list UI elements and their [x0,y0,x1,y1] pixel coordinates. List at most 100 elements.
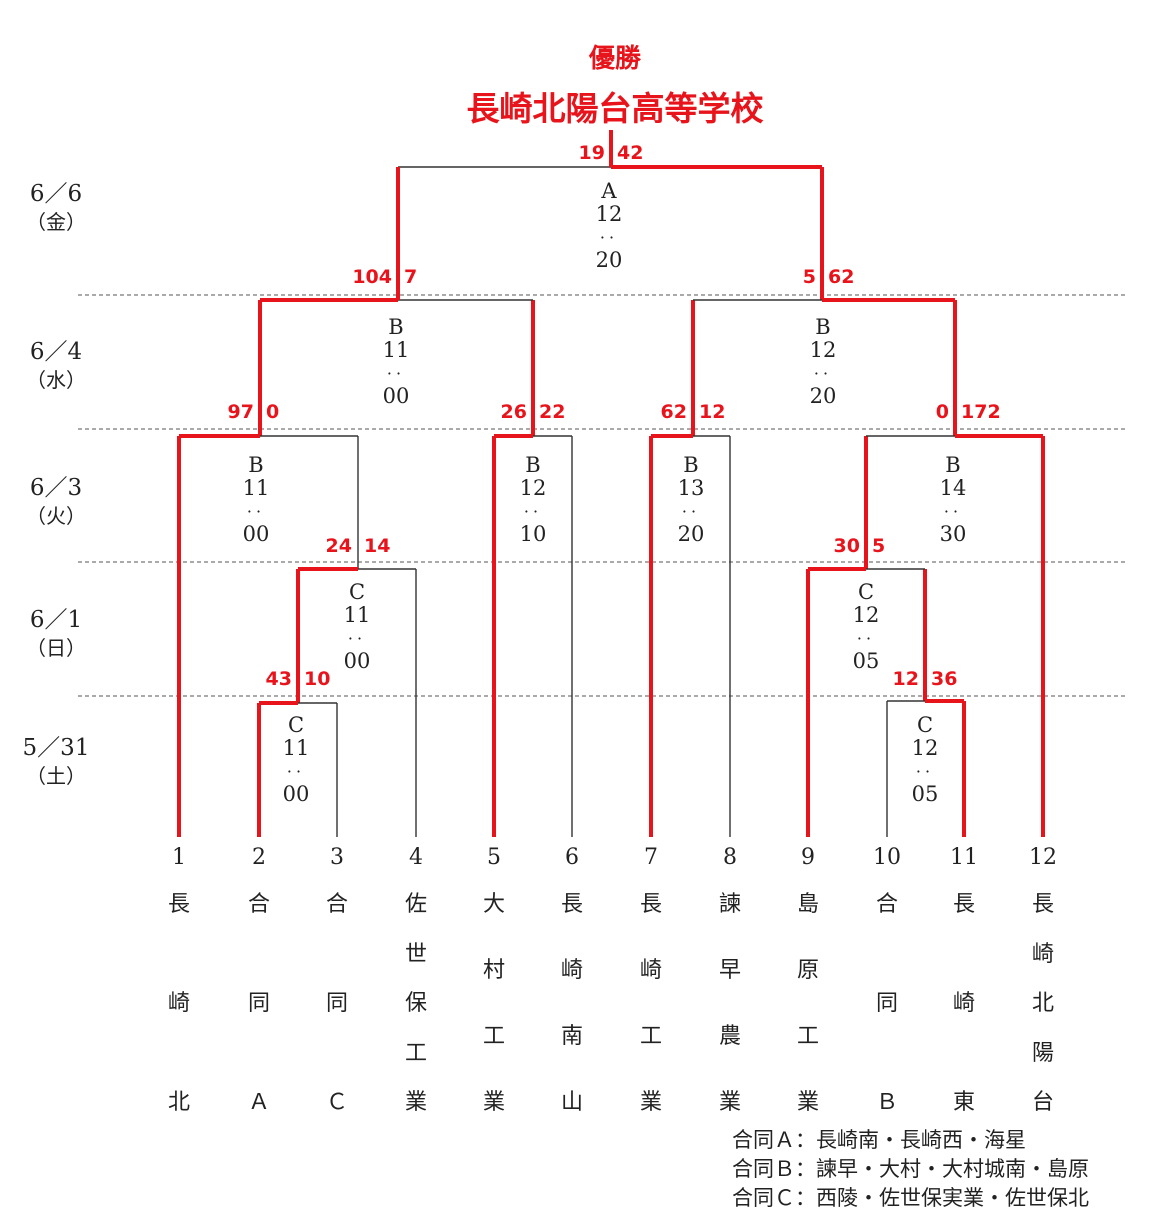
team-name-char: 長 [639,892,662,917]
team-number: 8 [723,845,737,870]
score-left: 97 [227,401,254,423]
round-date: 6／6 （金） [10,180,102,236]
game-time-hour: 12 [519,476,547,500]
game-court: B [388,315,404,339]
score-left: 24 [325,535,352,557]
team-name-char: 原 [796,958,819,983]
game-time-hour: 14 [939,476,967,500]
game-court: B [248,453,264,477]
game-court: B [815,315,831,339]
team-number: 9 [801,845,815,870]
game-time-min: 00 [343,649,371,673]
team-name-char: 南 [560,1024,583,1049]
team-number: 6 [565,845,579,870]
team-name-char: Ａ [247,1090,270,1115]
team-name-char: 佐 [404,892,427,917]
game-time-min: 20 [677,522,705,546]
champion-name: 長崎北陽台高等学校 [466,89,764,128]
champion-label: 優勝 [588,44,641,74]
team-name-char: 山 [560,1090,583,1115]
score-left: 43 [265,668,292,690]
game-time-hour: 13 [677,476,705,500]
team-name-char: Ｂ [875,1090,898,1115]
game-time-hour: 11 [242,476,270,500]
date-text: 6／6 [29,181,83,207]
time-separator: ·· [523,502,543,521]
score-left: 19 [578,142,605,164]
time-separator: ·· [681,502,701,521]
game-court: A [601,179,617,203]
game-time-min: 10 [519,522,547,546]
score-left: 5 [802,266,816,288]
game-court: C [348,580,366,604]
team-name-char: 同 [325,991,348,1016]
team-name-char: 合 [325,892,348,917]
game-time-min: 05 [911,782,939,806]
team-name-char: 長 [560,892,583,917]
team-name-char: 業 [718,1090,741,1115]
time-separator: ·· [943,502,963,521]
game-time-min: 00 [282,782,310,806]
team-name-char: 崎 [167,991,190,1016]
joint-team-legend: 合同Ａ：長崎南・長崎西・海星 合同Ｂ：諫早・大村・大村城南・島原 合同Ｃ：西陵・… [732,1126,1089,1213]
round-date: 6／4 （水） [10,338,102,394]
legend-line: 合同Ｂ：諫早・大村・大村城南・島原 [732,1157,1089,1181]
game-court: C [287,713,305,737]
team-number: 3 [330,845,344,870]
date-text: 5／31 [22,735,90,761]
game-court: B [945,453,961,477]
team-name-char: 長 [167,892,190,917]
game-court: B [525,453,541,477]
team-name-char: Ｃ [325,1090,348,1115]
time-separator: ·· [599,228,619,247]
game-time-min: 30 [939,522,967,546]
score-right: 0 [266,401,280,423]
team-name-char: 工 [796,1024,819,1049]
weekday-text: （水） [26,368,86,392]
score-left: 12 [892,668,919,690]
team-name-char: 大 [482,892,505,917]
team-name-char: 村 [482,958,505,983]
time-separator: ·· [386,364,406,383]
score-right: 10 [304,668,331,690]
score-right: 22 [539,401,566,423]
time-separator: ·· [915,762,935,781]
score-right: 7 [404,266,418,288]
game-time-min: 20 [809,384,837,408]
team-name-char: 工 [404,1040,427,1066]
team-name-char: 長 [952,892,975,917]
weekday-text: （土） [26,764,86,788]
team-name-char: 崎 [560,958,583,983]
team-number: 1 [172,845,186,870]
game-time-hour: 12 [911,736,939,760]
weekday-text: （金） [26,210,86,234]
legend-line: 合同Ａ：長崎南・長崎西・海星 [732,1128,1026,1152]
game-time-hour: 11 [282,736,310,760]
date-text: 6／4 [29,339,83,365]
time-separator: ·· [286,762,306,781]
team-number: 5 [487,845,501,870]
date-text: 6／1 [29,607,83,633]
score-left: 0 [935,401,949,423]
team-name-char: 諫 [718,892,741,917]
game-court: C [916,713,934,737]
team-name-char: 保 [404,991,427,1016]
game-court: B [683,453,699,477]
time-separator: ·· [856,629,876,648]
game-time-hour: 11 [343,603,371,627]
time-separator: ·· [347,629,367,648]
game-time-min: 00 [242,522,270,546]
team-name-char: 北 [1031,991,1054,1016]
score-right: 36 [931,668,958,690]
game-time-hour: 12 [809,338,837,362]
score-left: 62 [660,401,687,423]
time-separator: ·· [246,502,266,521]
team-number: 4 [409,845,423,870]
date-text: 6／3 [29,475,83,501]
team-name-char: 世 [404,941,427,967]
